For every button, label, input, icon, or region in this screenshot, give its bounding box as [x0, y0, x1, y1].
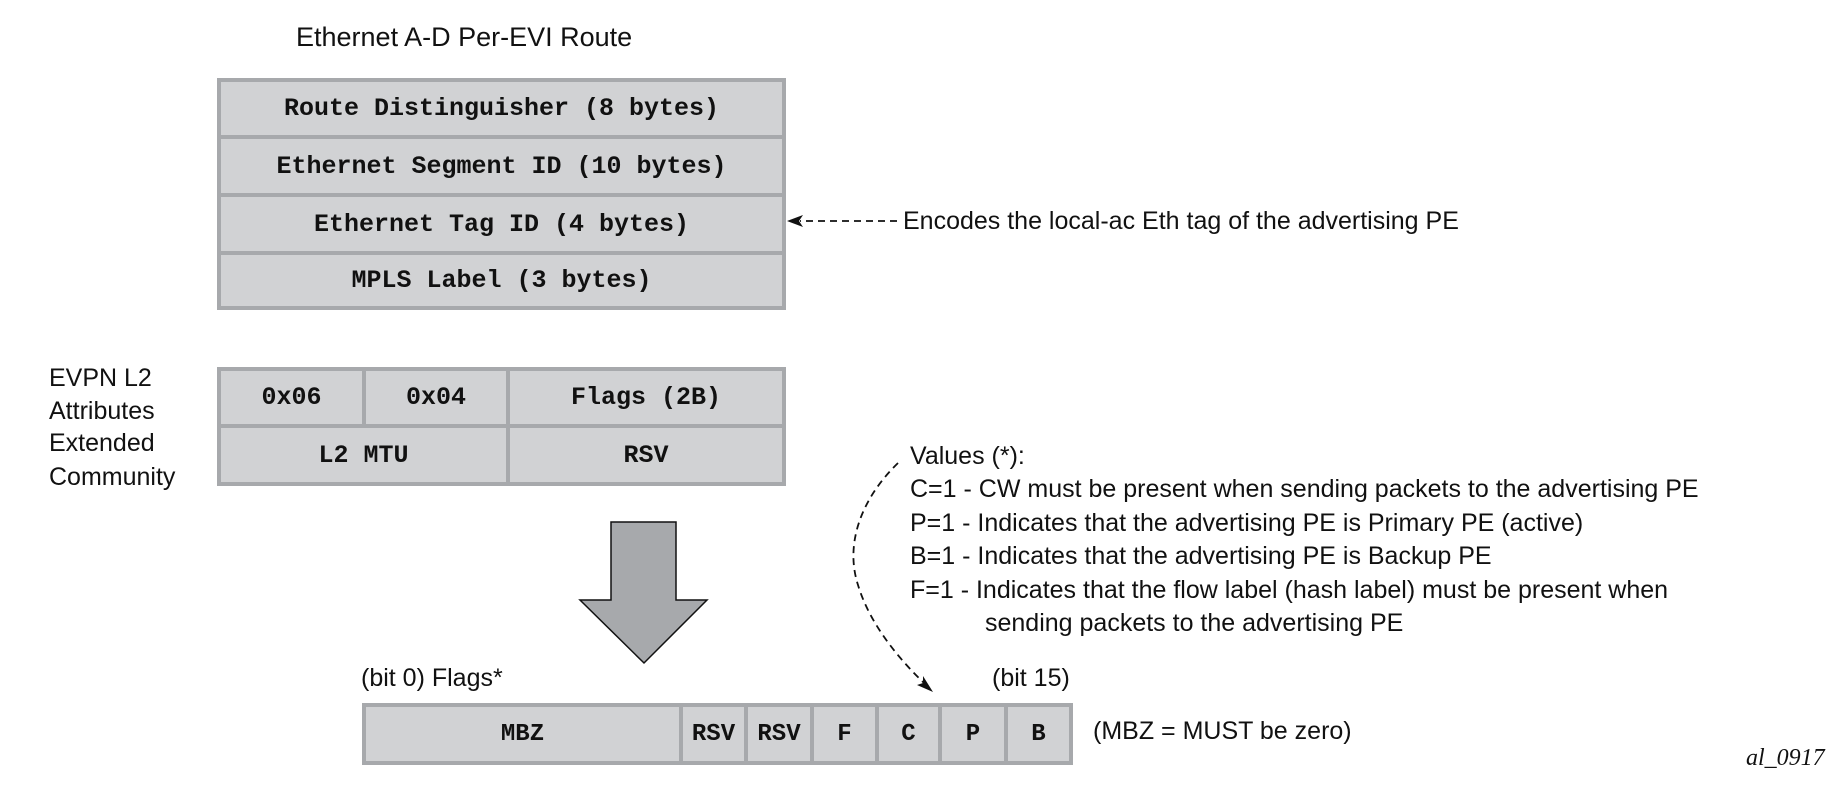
arrowhead-icon: [917, 676, 933, 692]
flag-cell-rsv-2: RSV: [748, 707, 810, 761]
transform-down-arrow: [578, 521, 709, 665]
community-subtype: 0x04: [366, 371, 506, 424]
community-table: 0x06 0x04 Flags (2B) L2 MTU RSV: [217, 367, 786, 486]
community-type: 0x06: [221, 371, 362, 424]
arrowhead-icon: [787, 215, 803, 227]
figure-id: al_0917: [1746, 745, 1825, 771]
values-line-f: F=1 - Indicates that the flow label (has…: [910, 576, 1669, 604]
community-label-line-3: Extended: [49, 429, 155, 457]
flags-end-label: (bit 15): [992, 664, 1070, 692]
community-l2-mtu: L2 MTU: [221, 428, 506, 482]
community-label-line-2: Attributes: [49, 397, 155, 425]
route-fields-table: Route Distinguisher (8 bytes) Ethernet S…: [217, 78, 786, 310]
community-label-line-1: EVPN L2: [49, 364, 152, 392]
values-line-f-continuation: sending packets to the advertising PE: [985, 609, 1404, 637]
flag-cell-f: F: [814, 707, 875, 761]
flags-table: MBZ RSV RSV F C P B: [362, 703, 1073, 765]
values-line-b: B=1 - Indicates that the advertising PE …: [910, 542, 1492, 570]
flag-cell-rsv-1: RSV: [683, 707, 744, 761]
values-line-p: P=1 - Indicates that the advertising PE …: [910, 509, 1584, 537]
route-field-mpls-label: MPLS Label (3 bytes): [221, 255, 782, 306]
values-heading: Values (*):: [910, 442, 1025, 470]
eth-tag-pointer-arrow: [787, 215, 897, 227]
mbz-note: (MBZ = MUST be zero): [1093, 717, 1352, 745]
flag-cell-p: P: [942, 707, 1004, 761]
flag-cell-b: B: [1008, 707, 1069, 761]
flags-start-label: (bit 0) Flags*: [361, 664, 503, 692]
flag-cell-mbz: MBZ: [366, 707, 679, 761]
route-field-rd: Route Distinguisher (8 bytes): [221, 82, 782, 135]
community-label-line-4: Community: [49, 463, 176, 491]
route-field-eth-tag: Ethernet Tag ID (4 bytes): [221, 197, 782, 251]
eth-tag-annotation: Encodes the local-ac Eth tag of the adve…: [903, 207, 1459, 235]
community-flags: Flags (2B): [510, 371, 782, 424]
route-title: Ethernet A-D Per-EVI Route: [296, 22, 633, 52]
flag-cell-c: C: [879, 707, 938, 761]
community-rsv: RSV: [510, 428, 782, 482]
values-line-c: C=1 - CW must be present when sending pa…: [910, 475, 1699, 503]
route-field-esi: Ethernet Segment ID (10 bytes): [221, 139, 782, 193]
